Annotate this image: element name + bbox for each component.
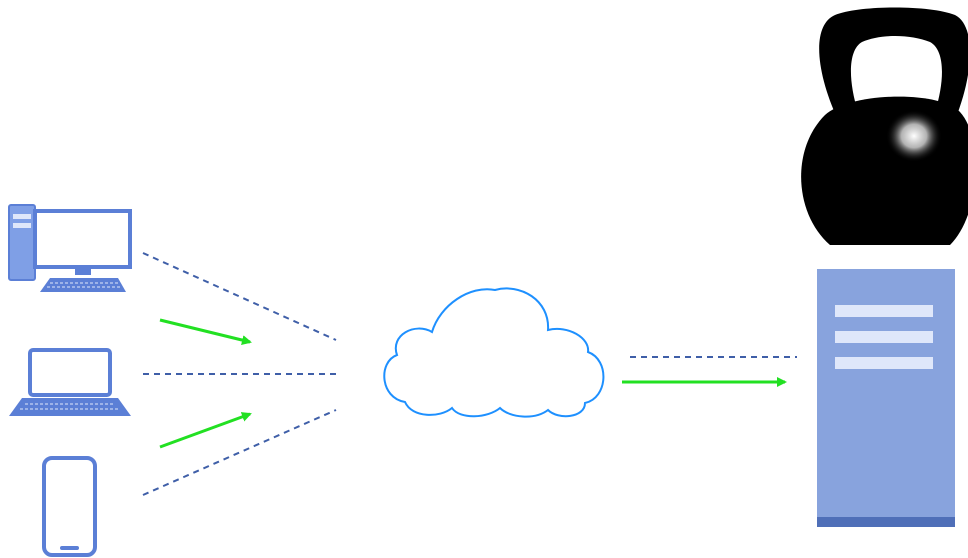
- desktop-connection-line: [142, 252, 337, 341]
- phone-connection-line: [142, 409, 337, 496]
- upper-flow-arrow: [159, 318, 252, 345]
- smartphone-icon: [42, 456, 97, 557]
- desktop-computer-icon: [8, 204, 132, 292]
- lower-flow-arrow: [159, 412, 252, 449]
- server-slot: [835, 357, 933, 369]
- client-connections: [142, 252, 337, 496]
- laptop-icon: [9, 348, 131, 416]
- server-slot: [835, 331, 933, 343]
- server-slot: [835, 305, 933, 317]
- kettlebell-icon: [801, 7, 968, 245]
- client-flow-arrows: [159, 318, 252, 449]
- cloud-icon: [383, 287, 605, 418]
- server-tower-icon: [817, 269, 955, 527]
